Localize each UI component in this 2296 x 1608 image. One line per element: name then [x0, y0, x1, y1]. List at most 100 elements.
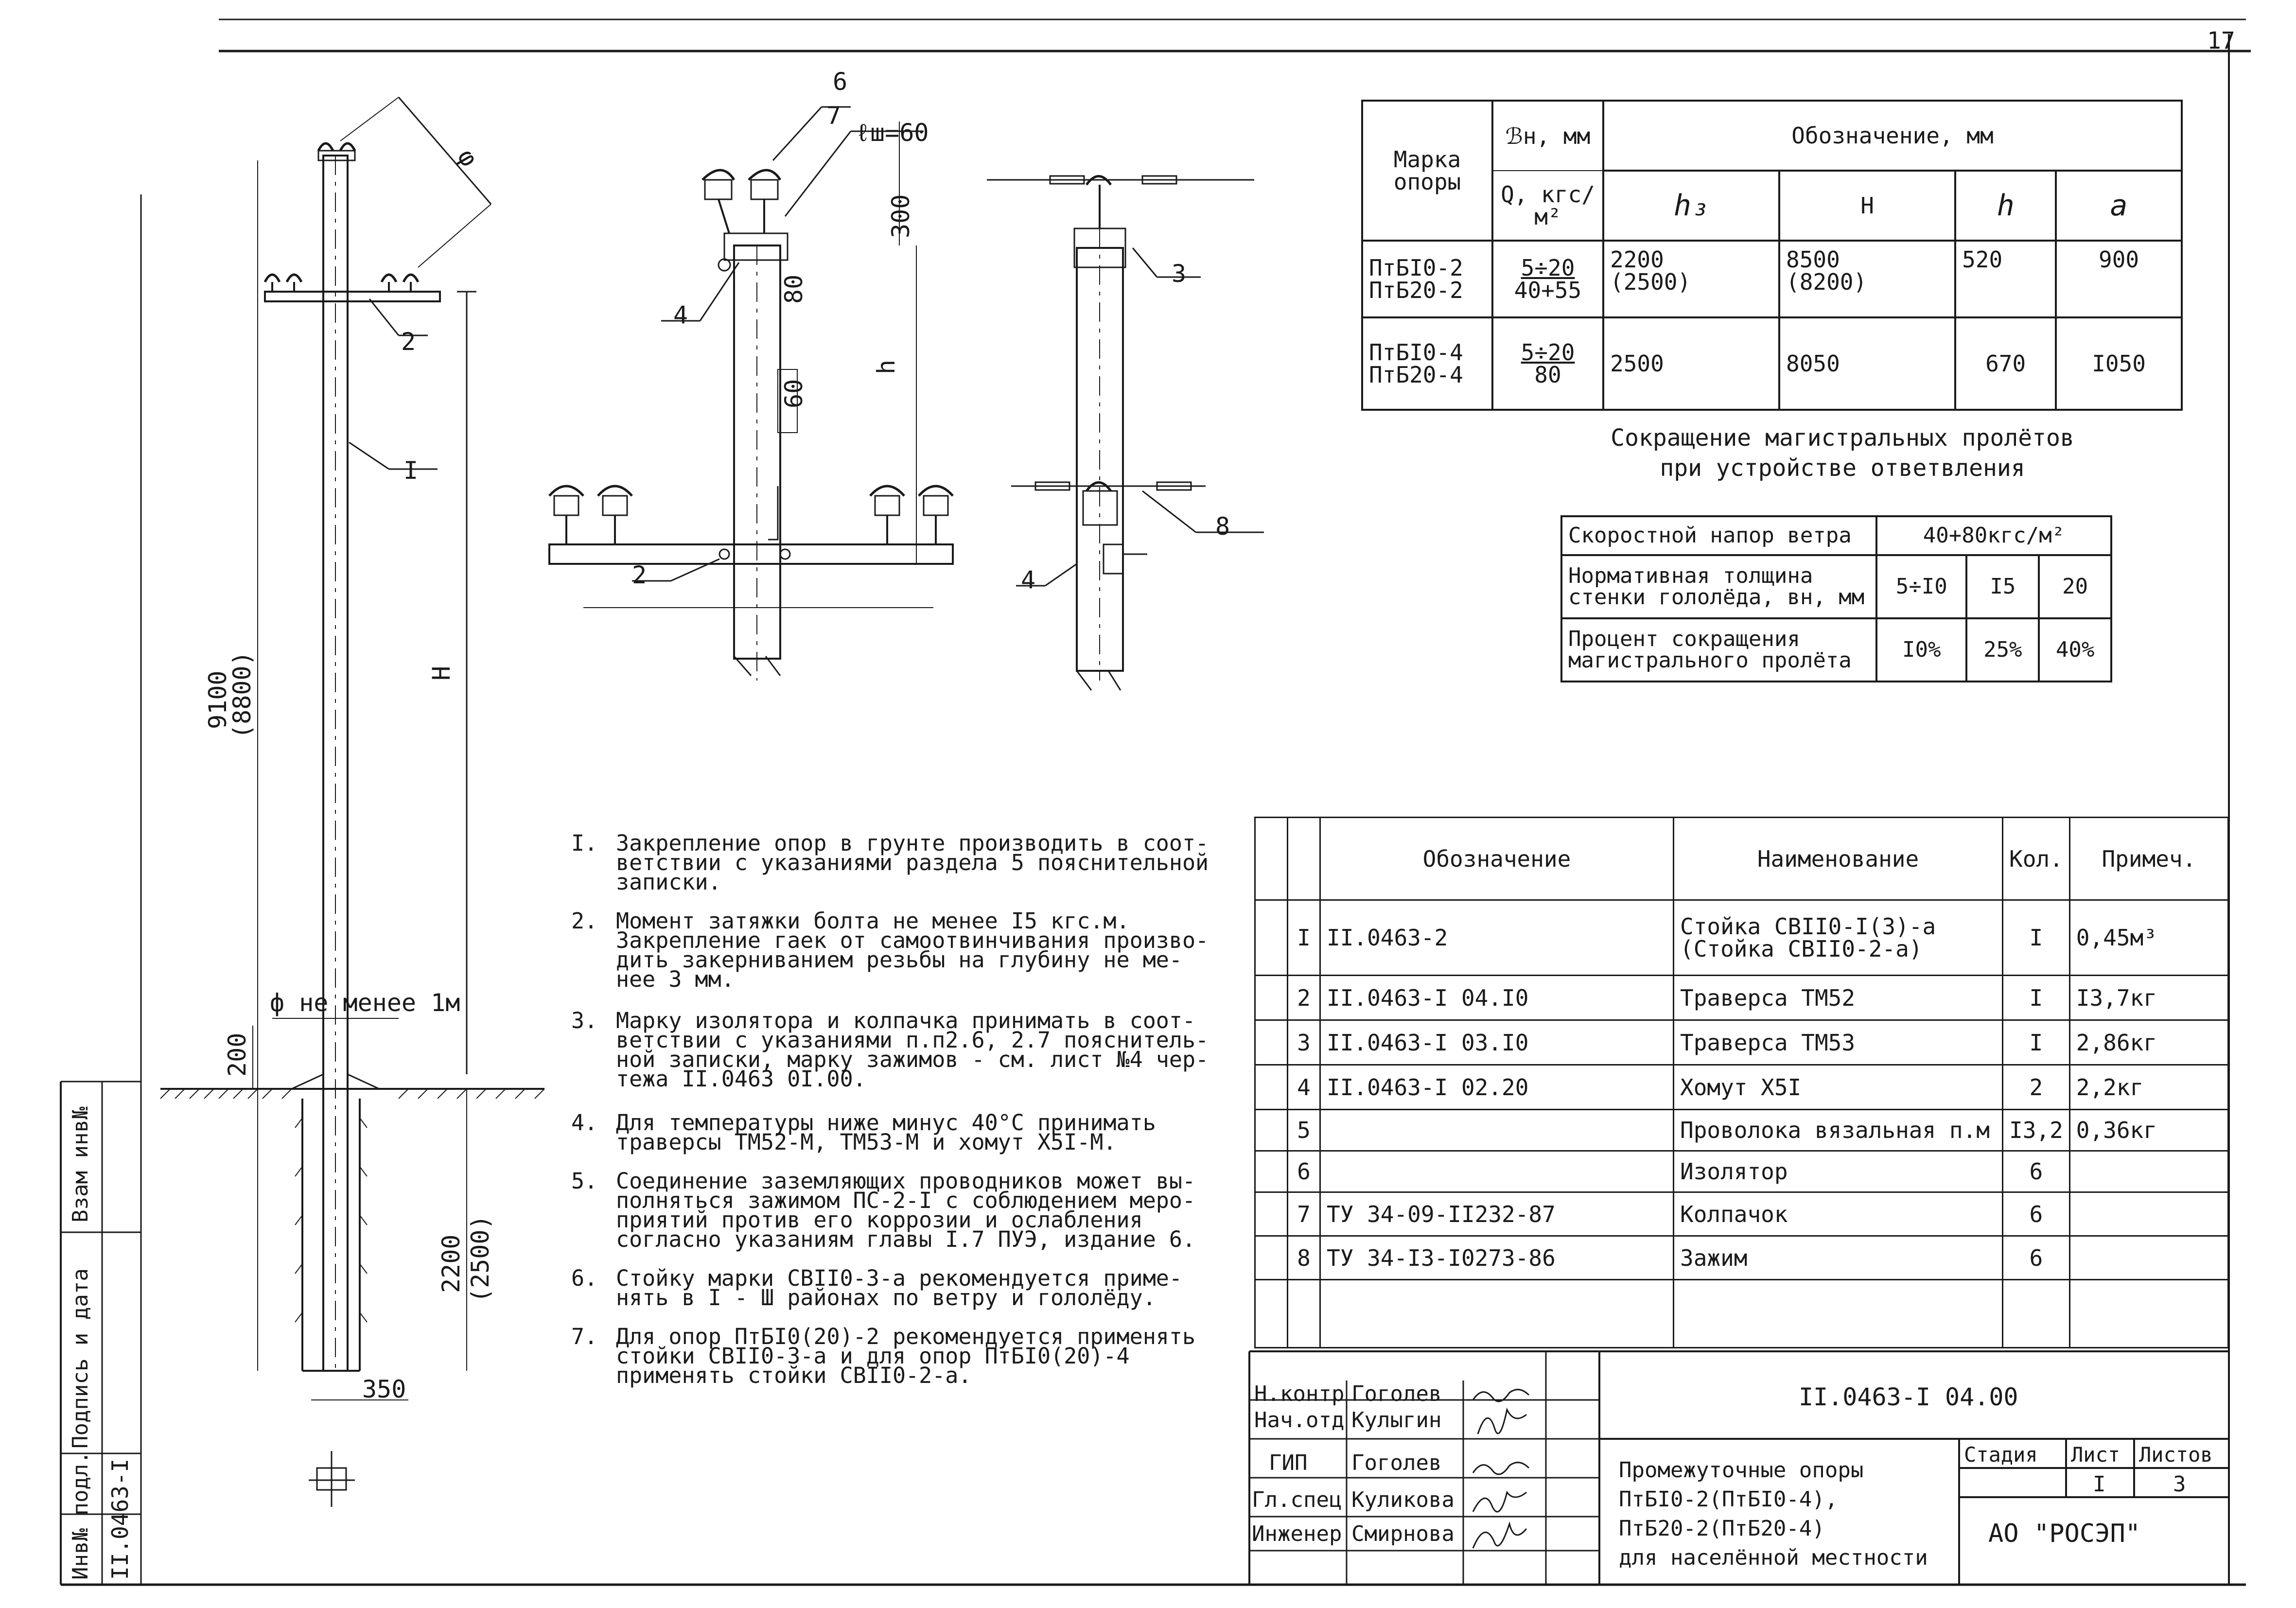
head-designation: Обозначение, мм	[1602, 100, 2183, 172]
spec-row: I II.0463-2 Стойка СВII0-I(3)-а (Стойка …	[1254, 899, 2229, 976]
sheets-label: Листов	[2139, 1443, 2213, 1467]
note-item: 6. Стойку марки СВII0-3-а рекомендуется …	[571, 1265, 1252, 1327]
label-lsh: ℓш=60	[856, 119, 929, 147]
dim-200: 200	[223, 1033, 251, 1077]
spec-qty: 6	[2002, 1150, 2070, 1193]
note-item: 7. Для опор ПтБI0(20)-2 рекомендуется пр…	[571, 1324, 1252, 1388]
reduction-value: I0%	[1875, 617, 1968, 682]
stage-label: Стадия	[1964, 1443, 2038, 1467]
role-label: ГИП	[1269, 1451, 1308, 1475]
note-text: Для опор ПтБI0(20)-2 рекомендуется приме…	[616, 1324, 1196, 1388]
dim-350: 350	[362, 1375, 406, 1403]
dim-h-small: h	[872, 360, 900, 374]
spec-name: Проволока вязальная п.м	[1673, 1109, 2003, 1152]
note-text: Стойку марки СВII0-3-а рекомендуется при…	[616, 1265, 1182, 1311]
head-mark: Марка опоры	[1361, 100, 1493, 242]
spec-note: I3,7кг	[2068, 975, 2229, 1021]
spec-note: 2,86кг	[2068, 1019, 2229, 1066]
drawing-code: II.0463-I 04.00	[1799, 1383, 2018, 1411]
params-row: ПтБI0-4 ПтБ20-4 5÷20 80 2500 8050 670 I0…	[1361, 316, 2183, 411]
cell-H: 8500 (8200)	[1778, 240, 1957, 318]
spec-qty: 6	[2002, 1235, 2070, 1280]
dim-60: 60	[780, 379, 808, 408]
cell-bq-top: 5÷20	[1521, 255, 1575, 281]
dim-80: 80	[780, 275, 808, 304]
spec-row: 6 Изолятор 6	[1254, 1150, 2229, 1193]
label-7: 7	[826, 102, 841, 130]
ice-label: Нормативная толщина стенки гололёда, вн,…	[1560, 554, 1877, 619]
cell-bq: 5÷20 40+55	[1491, 240, 1604, 318]
spec-designation: II.0463-I 03.I0	[1319, 1019, 1674, 1066]
spec-note: 0,36кг	[2068, 1109, 2229, 1152]
note-text: Закрепление опор в грунте производить в …	[616, 830, 1209, 895]
cell-a: I050	[2055, 316, 2183, 411]
reduction-value: 25%	[1965, 617, 2040, 682]
cell-mark: ПтБI0-4 ПтБ20-4	[1361, 316, 1493, 411]
spec-designation: II.0463-I 04.I0	[1319, 975, 1674, 1021]
role-label: Нач.отд	[1254, 1408, 1345, 1433]
note-text: Для температуры ниже минус 40°С принимат…	[616, 1110, 1156, 1155]
spec-note	[2068, 1191, 2229, 1237]
dim-8800: (8800)	[228, 651, 256, 739]
head-h: h	[1954, 170, 2057, 242]
spec-table: Обозначение Наименование Кол. Примеч. I …	[1254, 817, 2229, 1348]
callout-4-middle: 4	[673, 301, 688, 329]
note-item: 4. Для температуры ниже минус 40°С прини…	[571, 1110, 1252, 1171]
params-row: ПтБI0-2 ПтБ20-2 5÷20 40+55 2200 (2500) 8…	[1361, 240, 2183, 318]
spec-name: Колпачок	[1673, 1191, 2003, 1237]
note-number: 2.	[571, 908, 598, 934]
reduction-label: Процент сокращения магистрального пролёт…	[1560, 617, 1877, 682]
note-item: 5. Соединение заземляющих проводников мо…	[571, 1170, 1252, 1250]
head-a: a	[2055, 170, 2183, 242]
ice-value: 5÷I0	[1875, 554, 1968, 619]
label-phi: φ	[452, 144, 484, 171]
cell-mark: ПтБI0-2 ПтБ20-2	[1361, 240, 1493, 318]
head-H: H	[1778, 170, 1957, 242]
notes-list: I. Закрепление опор в грунте производить…	[571, 830, 1257, 1417]
drawing-title: Промежуточные опоры ПтБI0-2(ПтБI0-4), Пт…	[1619, 1458, 1928, 1570]
wind-label: Скоростной напор ветра	[1560, 515, 1877, 556]
callout-3: 3	[1172, 260, 1186, 288]
role-label: Н.контр	[1254, 1381, 1345, 1406]
spec-note: 2,2кг	[2068, 1064, 2229, 1110]
cell-a: 900	[2055, 240, 2183, 318]
spec-name: Хомут Х5I	[1673, 1064, 2003, 1110]
note-text: Соединение заземляющих проводников может…	[616, 1168, 1196, 1252]
spec-row: 5 Проволока вязальная п.м I3,2 0,36кг	[1254, 1109, 2229, 1152]
spec-pos: 3	[1287, 1019, 1321, 1066]
spec-note: 0,45м³	[2068, 899, 2229, 976]
spec-name: Траверса ТМ53	[1673, 1019, 2003, 1066]
spec-pos: 2	[1287, 975, 1321, 1021]
callout-2-middle: 2	[632, 561, 647, 589]
head-q: Q, кгс/м²	[1491, 170, 1604, 242]
spec-qty: I	[2002, 899, 2070, 976]
person-name: Куликова	[1351, 1487, 1455, 1512]
head-h3: h₃	[1602, 170, 1781, 242]
spec-row: 4 II.0463-I 02.20 Хомут Х5I 2 2,2кг	[1254, 1064, 2229, 1110]
callout-1: I	[403, 456, 418, 485]
stamp-vzam-inv: Взам инв№	[68, 1106, 93, 1223]
cell-h3: 2200 (2500)	[1602, 240, 1781, 318]
dim-2500: (2500)	[466, 1215, 494, 1303]
spec-row: 3 II.0463-I 03.I0 Траверса ТМ53 I 2,86кг	[1254, 1019, 2229, 1066]
side-stamp: Инв№ подл. Подпись и дата Взам инв№ II.0…	[63, 1084, 141, 1580]
note-text: Момент затяжки болта не менее I5 кгс.м. …	[616, 908, 1209, 992]
sheets-value: 3	[2173, 1472, 2186, 1497]
note-number: 7.	[571, 1324, 598, 1349]
note-item: 3. Марку изолятора и колпачка принимать …	[571, 1010, 1252, 1090]
spec-note	[2068, 1150, 2229, 1193]
cell-bq: 5÷20 80	[1491, 316, 1604, 411]
person-name: Гоголев	[1351, 1381, 1442, 1406]
span-title: Сокращение магистральных пролётов при ус…	[1611, 424, 2074, 482]
reduction-value: 40%	[2038, 617, 2112, 682]
note-number: 6.	[571, 1265, 598, 1291]
corner-number: 17	[2207, 27, 2235, 54]
spec-qty: I3,2	[2002, 1109, 2070, 1152]
callout-2-left: 2	[401, 328, 416, 356]
cell-H: 8050	[1778, 316, 1957, 411]
spec-pos: 7	[1287, 1191, 1321, 1237]
head-b: ℬн, мм	[1491, 100, 1604, 171]
spec-head-note: Примеч.	[2068, 817, 2229, 901]
spec-row: 2 II.0463-I 04.I0 Траверса ТМ52 I I3,7кг	[1254, 975, 2229, 1021]
